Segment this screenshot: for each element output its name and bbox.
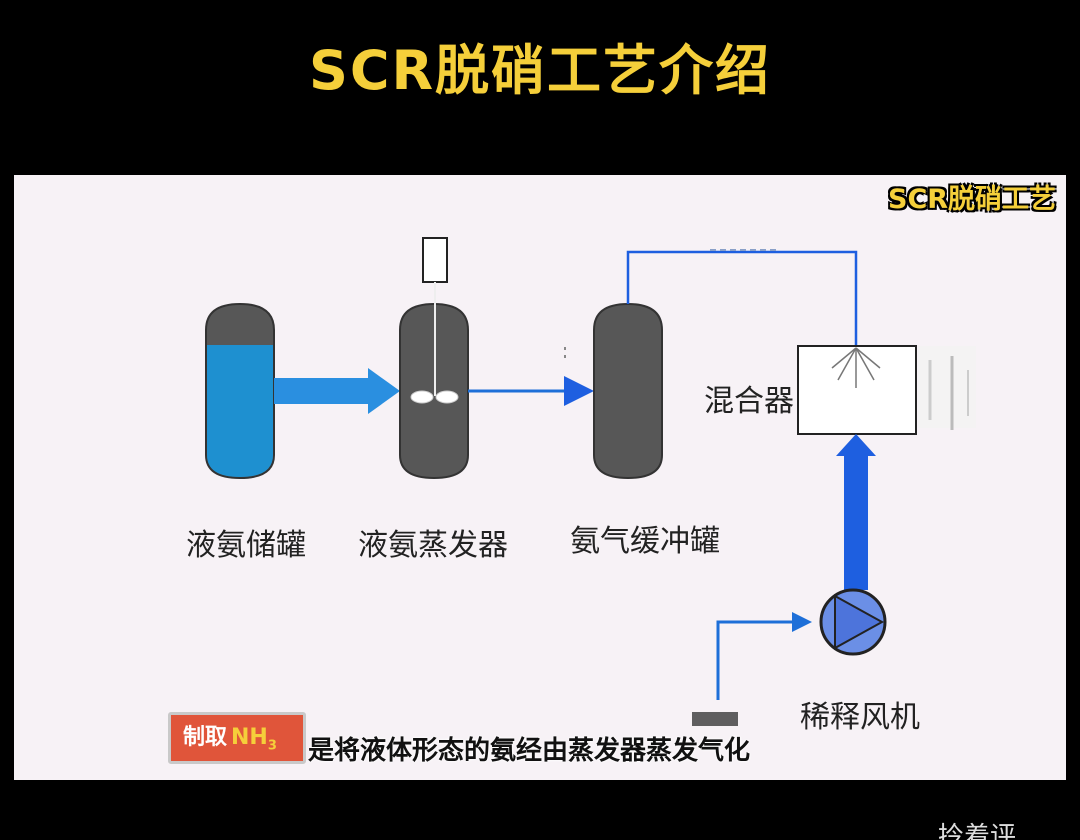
ammonia-storage-tank (205, 302, 275, 480)
dilution-air-arrow (836, 434, 876, 590)
stirrer-blade-right (435, 390, 459, 404)
label-ammonia-storage-tank: 液氨储罐 (186, 528, 306, 563)
spray-nozzle (831, 347, 881, 388)
page-title: SCR脱硝工艺介绍 (308, 39, 772, 102)
subtitle-tag-prefix: 制取 (183, 725, 228, 750)
diagram-panel (14, 175, 1066, 780)
ammonia-buffer-tank (593, 302, 663, 480)
air-label-fragment (692, 712, 738, 726)
label-mixer: 混合器 (704, 384, 794, 419)
subtitle-tag-chem-sub: 3 (267, 738, 277, 754)
subtitle-tag-chem-main: NH (231, 725, 268, 750)
mixer (797, 345, 976, 435)
air-intake-pipe (716, 612, 812, 700)
footer-partial-text: 拎着评 (938, 822, 1017, 840)
buffer-to-mixer-pipe (626, 249, 858, 346)
ammonia-evaporator (399, 237, 469, 480)
label-ammonia-evaporator: 液氨蒸发器 (358, 528, 508, 563)
gas-flow-pipe (468, 347, 594, 406)
subtitle-text: 是将液体形态的氨经由蒸发器蒸发气化 (308, 736, 751, 766)
subtitle-tag-chem: NH3 (231, 725, 277, 754)
label-ammonia-buffer-tank: 氨气缓冲罐 (570, 524, 720, 559)
corner-watermark-tag: SCR脱硝工艺 (888, 184, 1057, 215)
stirrer-blade-left (410, 390, 434, 404)
stirrer-motor (422, 237, 448, 283)
label-dilution-fan: 稀释风机 (800, 700, 920, 735)
liquid-flow-arrow (274, 368, 400, 414)
dilution-fan (819, 588, 887, 656)
